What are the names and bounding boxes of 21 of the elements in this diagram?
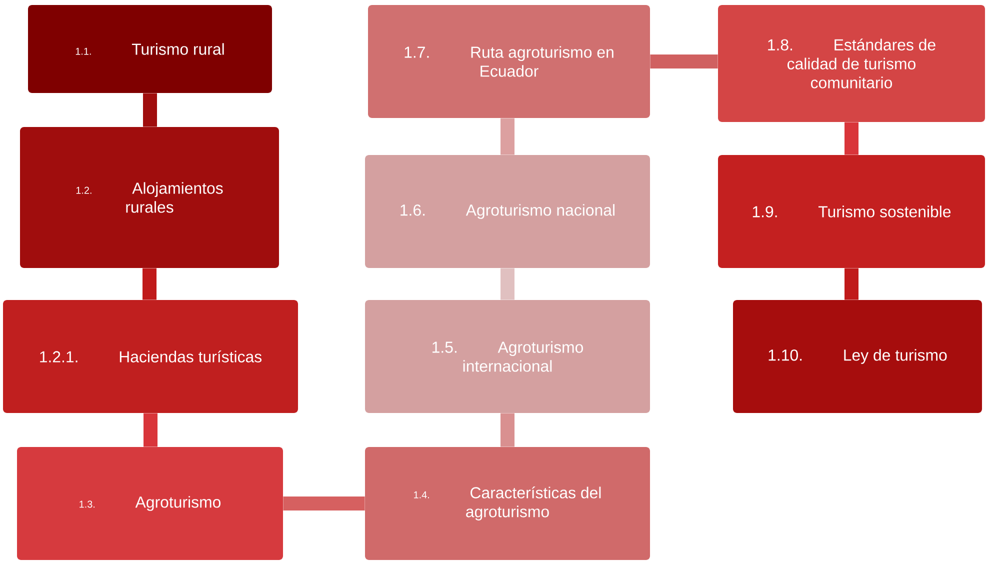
connector-bar	[650, 54, 718, 68]
topic-box: 1.2.1. Haciendas turísticas	[3, 300, 298, 413]
connector-bar	[142, 268, 156, 300]
topic-box: 1.8. Estándares de calidad de turismo comunitario	[718, 5, 985, 122]
connector-bar	[844, 268, 858, 300]
topic-box: 1.3. Agroturismo	[17, 447, 283, 560]
connector-bar	[283, 496, 365, 510]
topic-box: 1.1. Turismo rural	[28, 5, 272, 93]
connector-bar	[500, 118, 514, 155]
topic-box: 1.2. Alojamientos rurales	[20, 127, 279, 268]
connector-bar	[144, 413, 158, 447]
topic-box: 1.6. Agroturismo nacional	[365, 155, 650, 268]
topic-box: 1.7. Ruta agroturismo en Ecuador	[368, 5, 650, 118]
topic-box: 1.4. Características del agroturismo	[365, 447, 650, 560]
topic-box: 1.5. Agroturismo internacional	[365, 300, 650, 413]
connector-bar	[500, 413, 514, 447]
topic-box: 1.9. Turismo sostenible	[718, 155, 985, 268]
connector-bar	[500, 268, 514, 300]
connector-bar	[143, 93, 157, 127]
topic-box: 1.10. Ley de turismo	[733, 300, 982, 413]
connector-bar	[844, 122, 858, 155]
